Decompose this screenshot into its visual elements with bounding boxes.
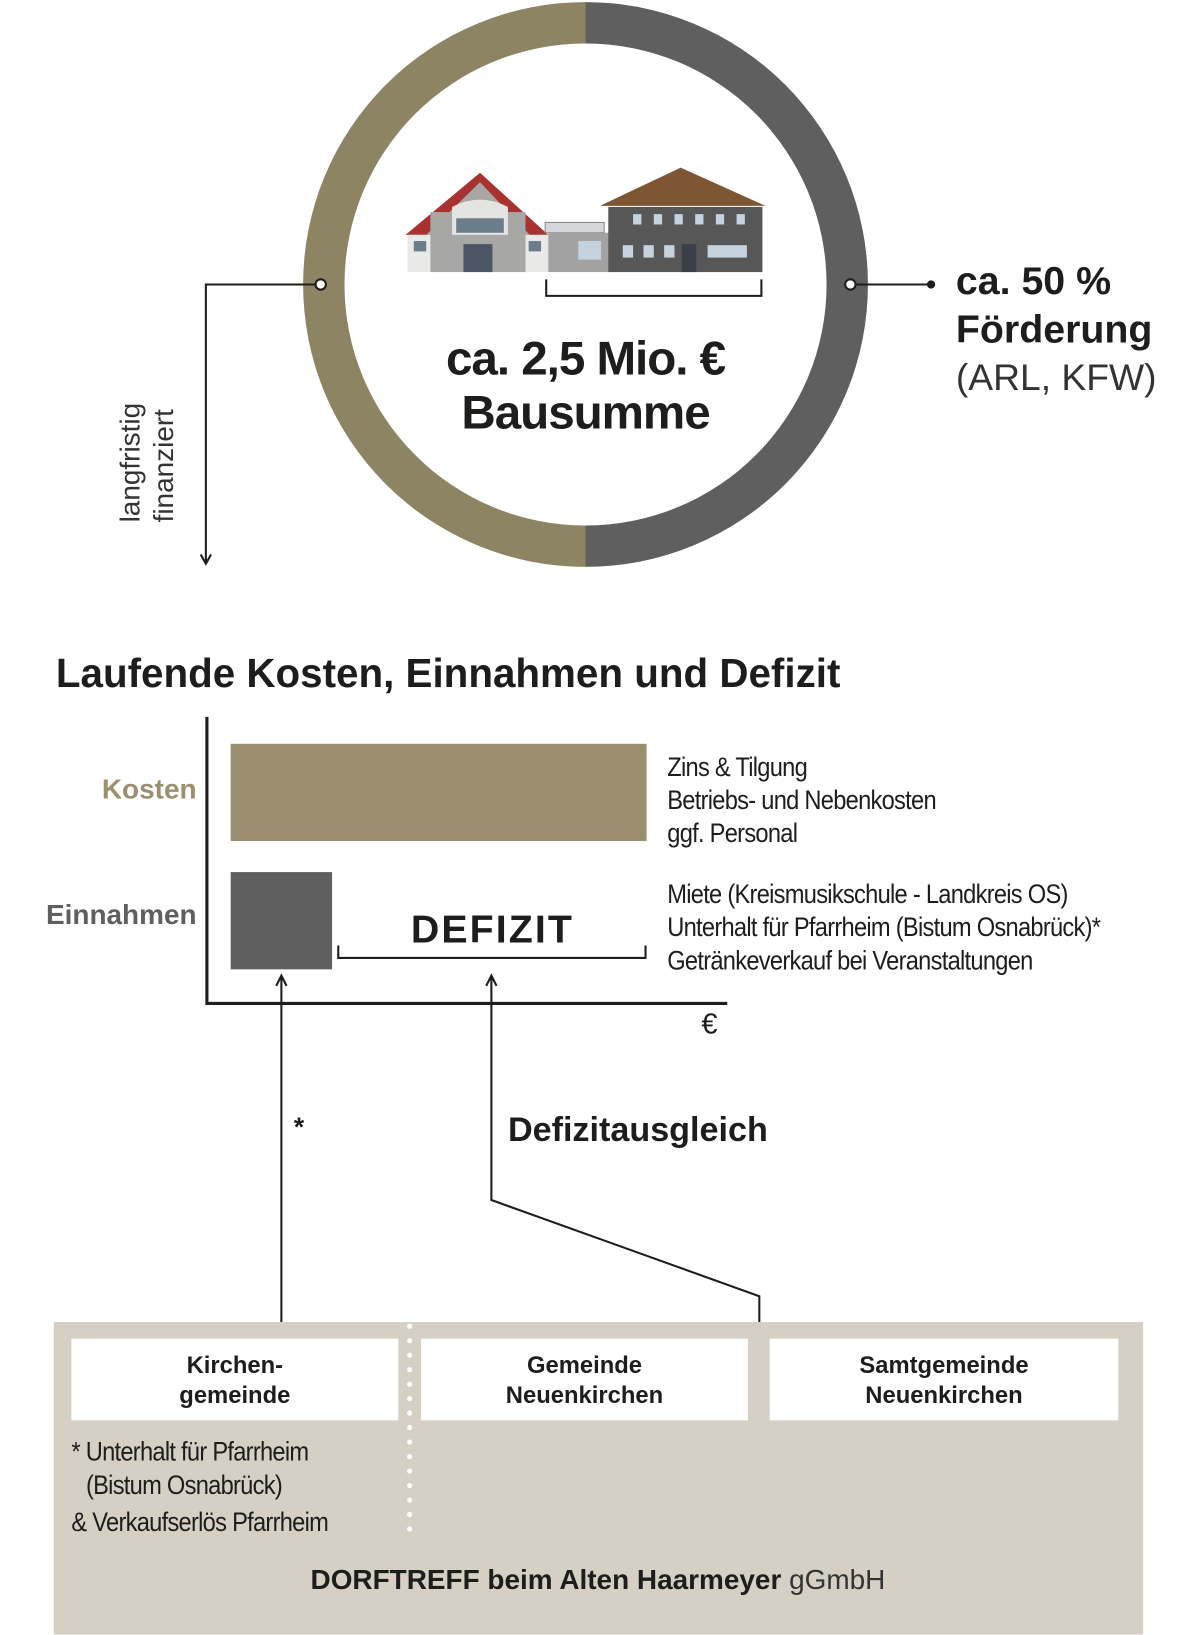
list-item: Getränkeverkauf bei Veranstaltungen (667, 944, 1033, 976)
organization-name: DORFTREFF beim Alten Haarmeyer gGmbH (311, 1564, 886, 1596)
box-line: Neuenkirchen (505, 1380, 664, 1408)
ring-right-half-funding (585, 2, 868, 567)
einnahmen-bar (230, 872, 333, 970)
list-item: Unterhalt für Pfarrheim (Bistum Osnabrüc… (667, 911, 1101, 943)
box-kirchengemeinde: Kirchen- gemeinde (71, 1338, 399, 1421)
defizit-bracket (337, 945, 647, 959)
list-item: ggf. Personal (667, 817, 798, 849)
kosten-bar (230, 743, 647, 842)
building-illustration (405, 167, 766, 273)
chart-axes (205, 716, 728, 1006)
funding-note: ca. 50 % Förderung (ARL, KFW) (956, 257, 1157, 402)
building-cost: ca. 2,5 Mio. € Bausumme (445, 331, 726, 439)
box-line: gemeinde (179, 1380, 291, 1408)
funding-label: Förderung (955, 308, 1153, 352)
box-line: Samtgemeinde (859, 1350, 1029, 1378)
cost-label: Bausumme (461, 384, 710, 439)
asterisk-marker: * (293, 1111, 305, 1143)
funding-percent: ca. 50 % (955, 259, 1112, 304)
euro-axis-unit: € (701, 1007, 718, 1040)
cost-amount: ca. 2,5 Mio. € (445, 331, 726, 385)
box-line: Gemeinde (526, 1350, 643, 1378)
footnote-line: & Verkaufserlös Pfarrheim (71, 1506, 329, 1538)
box-line: Kirchen- (186, 1350, 284, 1378)
funding-sources: (ARL, KFW) (955, 355, 1157, 399)
list-item: Zins & Tilgung (667, 751, 808, 783)
box-gemeinde-neuenkirchen: Gemeinde Neuenkirchen (421, 1338, 748, 1421)
box-samtgemeinde-neuenkirchen: Samtgemeinde Neuenkirchen (769, 1338, 1119, 1421)
long-term-financed-note: langfristig finanziert (114, 403, 180, 523)
footnote: * Unterhalt für Pfarrheim (Bistum Osnabr… (71, 1435, 363, 1538)
footnote-line: (Bistum Osnabrück) (85, 1468, 283, 1501)
footnote-line: * Unterhalt für Pfarrheim (71, 1435, 309, 1467)
list-item: Miete (Kreismusikschule - Landkreis OS) (667, 878, 1068, 910)
defizitausgleich-label: Defizitausgleich (507, 1110, 768, 1149)
kosten-items: Zins & Tilgung Betriebs- und Nebenkosten… (667, 750, 972, 849)
note-line: finanziert (147, 409, 179, 523)
kirchengemeinde-arrow (275, 973, 288, 1323)
note-line: langfristig (114, 402, 146, 523)
defizitausgleich-arrow (485, 973, 761, 1323)
building-bracket (545, 279, 763, 297)
defizit-label: DEFIZIT (410, 908, 574, 952)
organization-legal-form: gGmbH (789, 1564, 886, 1596)
section-title: Laufende Kosten, Einnahmen und Defizit (55, 651, 841, 697)
einnahmen-label: Einnahmen (46, 898, 197, 931)
ring-left-half-financed (303, 2, 586, 567)
einnahmen-items: Miete (Kreismusikschule - Landkreis OS) … (667, 877, 1159, 976)
list-item: Betriebs- und Nebenkosten (667, 784, 936, 816)
box-line: Neuenkirchen (865, 1380, 1023, 1408)
financed-arrow (199, 283, 316, 566)
organization-name-bold: DORFTREFF beim Alten Haarmeyer (310, 1564, 782, 1596)
kosten-label: Kosten (101, 773, 197, 805)
